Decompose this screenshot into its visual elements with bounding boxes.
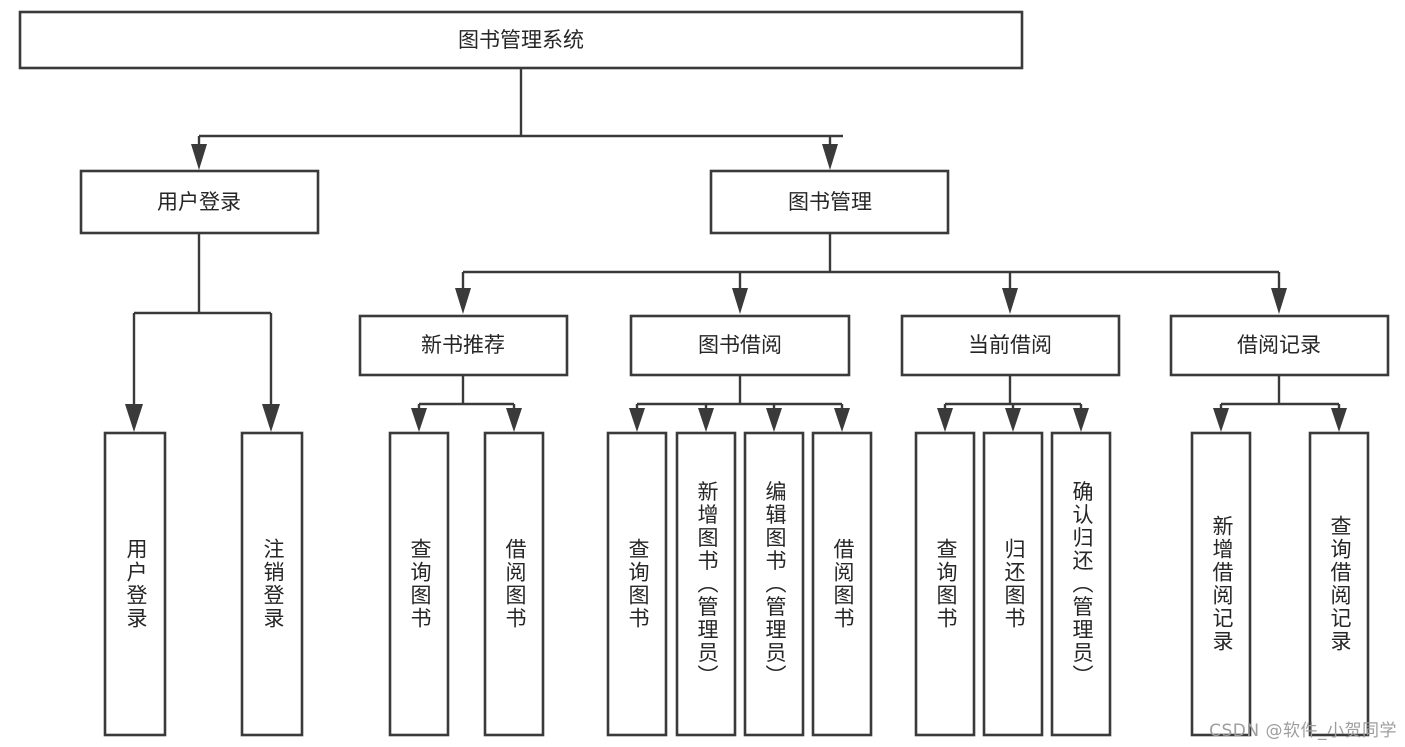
leaf-node-borrow-query-book-label: 查询图书 (626, 538, 650, 630)
leaf-node-return-book-label: 归还图书 (1002, 538, 1026, 630)
leaf-node-edit-book-admin[interactable]: 编辑图书（管理员） (743, 431, 805, 737)
leaf-node-logout-box[interactable] (240, 431, 304, 737)
connector-userlogin-to-leaves (125, 233, 280, 432)
leaf-node-borrow-query-book-box[interactable] (606, 431, 668, 737)
leaf-node-add-borrow-record-box[interactable] (1190, 431, 1252, 737)
node-book-borrow-box[interactable] (629, 314, 851, 377)
node-user-login[interactable]: 用户登录 (79, 169, 320, 235)
leaf-node-confirm-return-admin-box[interactable] (1050, 431, 1112, 737)
node-borrow-record-label: 借阅记录 (1237, 333, 1321, 357)
leaf-node-borrow-query-book[interactable]: 查询图书 (606, 431, 668, 737)
leaf-node-add-borrow-record-label: 新增借阅记录 (1210, 515, 1234, 653)
connector-currentborrow-to-leaves (937, 375, 1089, 432)
node-root-system-box[interactable] (18, 10, 1024, 70)
node-borrow-record-box[interactable] (1169, 314, 1390, 377)
leaf-node-current-query-book-label: 查询图书 (934, 538, 958, 630)
leaf-node-newbook-borrow-book[interactable]: 借阅图书 (483, 431, 545, 737)
leaf-node-add-book-admin[interactable]: 新增图书（管理员） (675, 431, 737, 737)
leaf-node-newbook-borrow-book-box[interactable] (483, 431, 545, 737)
leaf-node-confirm-return-admin[interactable]: 确认归还（管理员） (1050, 431, 1112, 737)
connector-root-to-level2 (191, 68, 843, 170)
node-root-system[interactable]: 图书管理系统 (18, 10, 1024, 70)
node-book-management-box[interactable] (709, 169, 950, 235)
node-new-book-recommend-box[interactable] (358, 314, 569, 377)
node-current-borrow[interactable]: 当前借阅 (900, 314, 1121, 377)
connector-borrowbook-to-leaves (629, 375, 850, 432)
leaf-node-current-query-book-box[interactable] (914, 431, 976, 737)
leaf-node-user-login-action-box[interactable] (103, 431, 167, 737)
leaf-node-logout[interactable]: 注销登录 (240, 431, 304, 737)
leaf-node-query-borrow-record[interactable]: 查询借阅记录 (1308, 431, 1370, 737)
node-current-borrow-box[interactable] (900, 314, 1121, 377)
node-book-management-label: 图书管理 (788, 190, 872, 214)
node-book-borrow[interactable]: 图书借阅 (629, 314, 851, 377)
leaf-node-add-book-admin-label: 新增图书（管理员） (695, 481, 719, 688)
connector-bookmgmt-to-level3 (455, 233, 1287, 314)
connector-borrowrecord-to-leaves (1213, 375, 1347, 432)
leaf-node-query-borrow-record-label: 查询借阅记录 (1328, 515, 1352, 653)
node-borrow-record[interactable]: 借阅记录 (1169, 314, 1390, 377)
leaf-node-user-login-action[interactable]: 用户登录 (103, 431, 167, 737)
leaf-node-return-book[interactable]: 归还图书 (982, 431, 1044, 737)
connector-newbook-to-leaves (411, 375, 522, 432)
leaf-node-newbook-query-book[interactable]: 查询图书 (388, 431, 450, 737)
leaf-node-newbook-query-book-label: 查询图书 (408, 538, 432, 630)
leaf-node-borrow-borrow-book-label: 借阅图书 (831, 538, 855, 630)
node-new-book-recommend[interactable]: 新书推荐 (358, 314, 569, 377)
leaf-node-confirm-return-admin-label: 确认归还（管理员） (1070, 481, 1094, 688)
leaf-node-edit-book-admin-label: 编辑图书（管理员） (763, 481, 787, 688)
leaf-node-newbook-borrow-book-label: 借阅图书 (503, 538, 527, 630)
leaf-node-add-borrow-record[interactable]: 新增借阅记录 (1190, 431, 1252, 737)
node-user-login-label: 用户登录 (157, 190, 241, 214)
leaf-node-user-login-action-label: 用户登录 (124, 538, 148, 630)
leaf-node-query-borrow-record-box[interactable] (1308, 431, 1370, 737)
leaf-node-return-book-box[interactable] (982, 431, 1044, 737)
leaf-node-borrow-borrow-book[interactable]: 借阅图书 (811, 431, 873, 737)
leaf-node-add-book-admin-box[interactable] (675, 431, 737, 737)
node-book-borrow-label: 图书借阅 (698, 333, 782, 357)
node-user-login-box[interactable] (79, 169, 320, 235)
node-current-borrow-label: 当前借阅 (968, 333, 1052, 357)
node-book-management[interactable]: 图书管理 (709, 169, 950, 235)
node-root-system-label: 图书管理系统 (458, 28, 584, 52)
leaf-node-newbook-query-book-box[interactable] (388, 431, 450, 737)
leaf-node-borrow-borrow-book-box[interactable] (811, 431, 873, 737)
leaf-node-current-query-book[interactable]: 查询图书 (914, 431, 976, 737)
leaf-node-edit-book-admin-box[interactable] (743, 431, 805, 737)
leaf-node-logout-label: 注销登录 (261, 538, 285, 630)
node-new-book-recommend-label: 新书推荐 (421, 333, 505, 357)
